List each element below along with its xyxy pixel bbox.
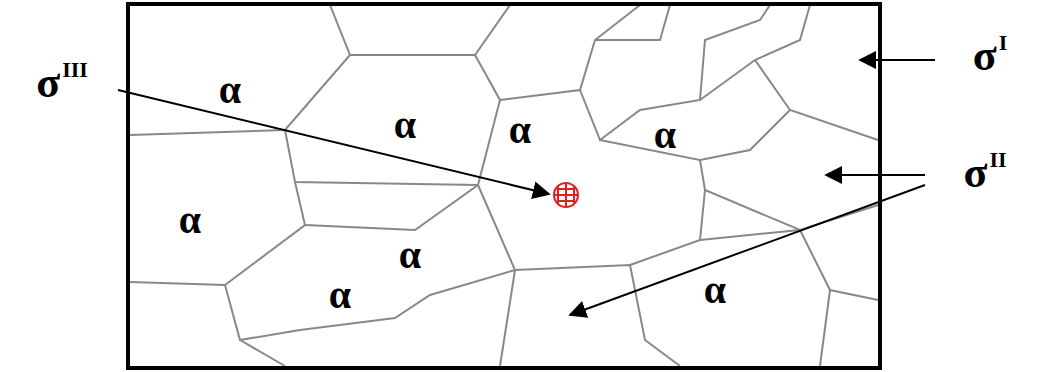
phase-label: α bbox=[219, 70, 241, 110]
inclusion-symbol bbox=[554, 183, 578, 207]
phase-label: α bbox=[399, 235, 421, 275]
phase-label: α bbox=[179, 200, 201, 240]
phase-label: α bbox=[654, 115, 676, 155]
specimen-border bbox=[128, 4, 880, 368]
phase-label: α bbox=[704, 270, 726, 310]
phase-label: α bbox=[394, 105, 416, 145]
phase-label: α bbox=[509, 110, 531, 150]
stress-label: σI bbox=[973, 32, 1008, 78]
leader-arrows bbox=[118, 60, 935, 315]
stress-label: σII bbox=[963, 149, 1006, 195]
phase-label: α bbox=[329, 275, 351, 315]
stress-label: σIII bbox=[36, 59, 88, 105]
grain-boundaries bbox=[130, 5, 878, 366]
